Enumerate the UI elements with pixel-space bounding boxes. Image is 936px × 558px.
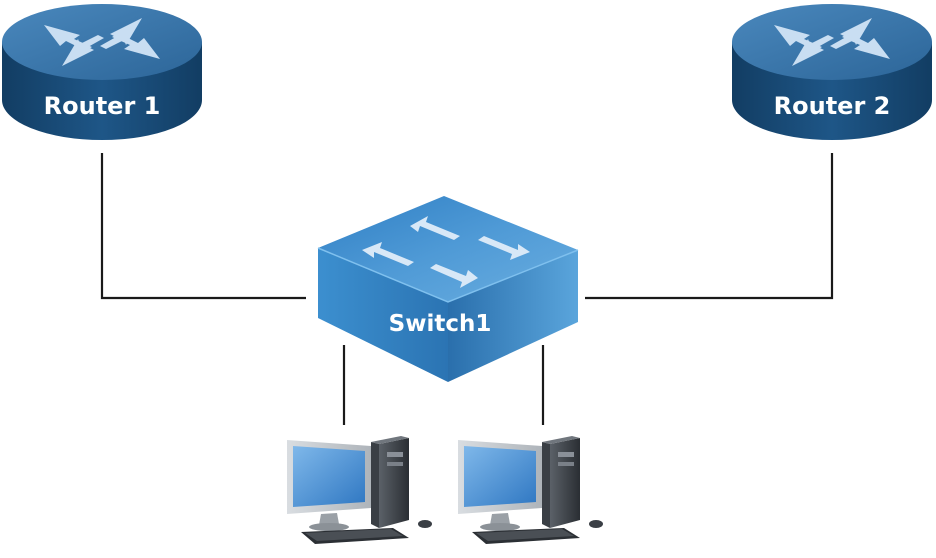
router-arrows-icon: [44, 18, 160, 66]
router-2-label: Router 2: [774, 92, 891, 120]
switch-1-label: Switch1: [389, 311, 492, 337]
router-2[interactable]: Router 2: [732, 4, 932, 140]
desktop-computer-icon: [458, 436, 603, 544]
router-icon: [732, 4, 932, 140]
router-arrows-icon: [774, 18, 890, 66]
router-1[interactable]: Router 1: [2, 4, 202, 140]
switch-icon: [317, 196, 579, 382]
switch-arrows-icon: [362, 216, 530, 288]
link-router1-switch1: [100, 153, 306, 300]
links: [100, 153, 834, 425]
desktop-computer-icon: [287, 436, 432, 544]
router-1-label: Router 1: [44, 92, 161, 120]
pc-2[interactable]: [458, 436, 603, 544]
pc-1[interactable]: [287, 436, 432, 544]
link-router2-switch1: [585, 153, 834, 300]
router-icon: [2, 4, 202, 140]
switch-1[interactable]: Switch1: [317, 196, 579, 382]
